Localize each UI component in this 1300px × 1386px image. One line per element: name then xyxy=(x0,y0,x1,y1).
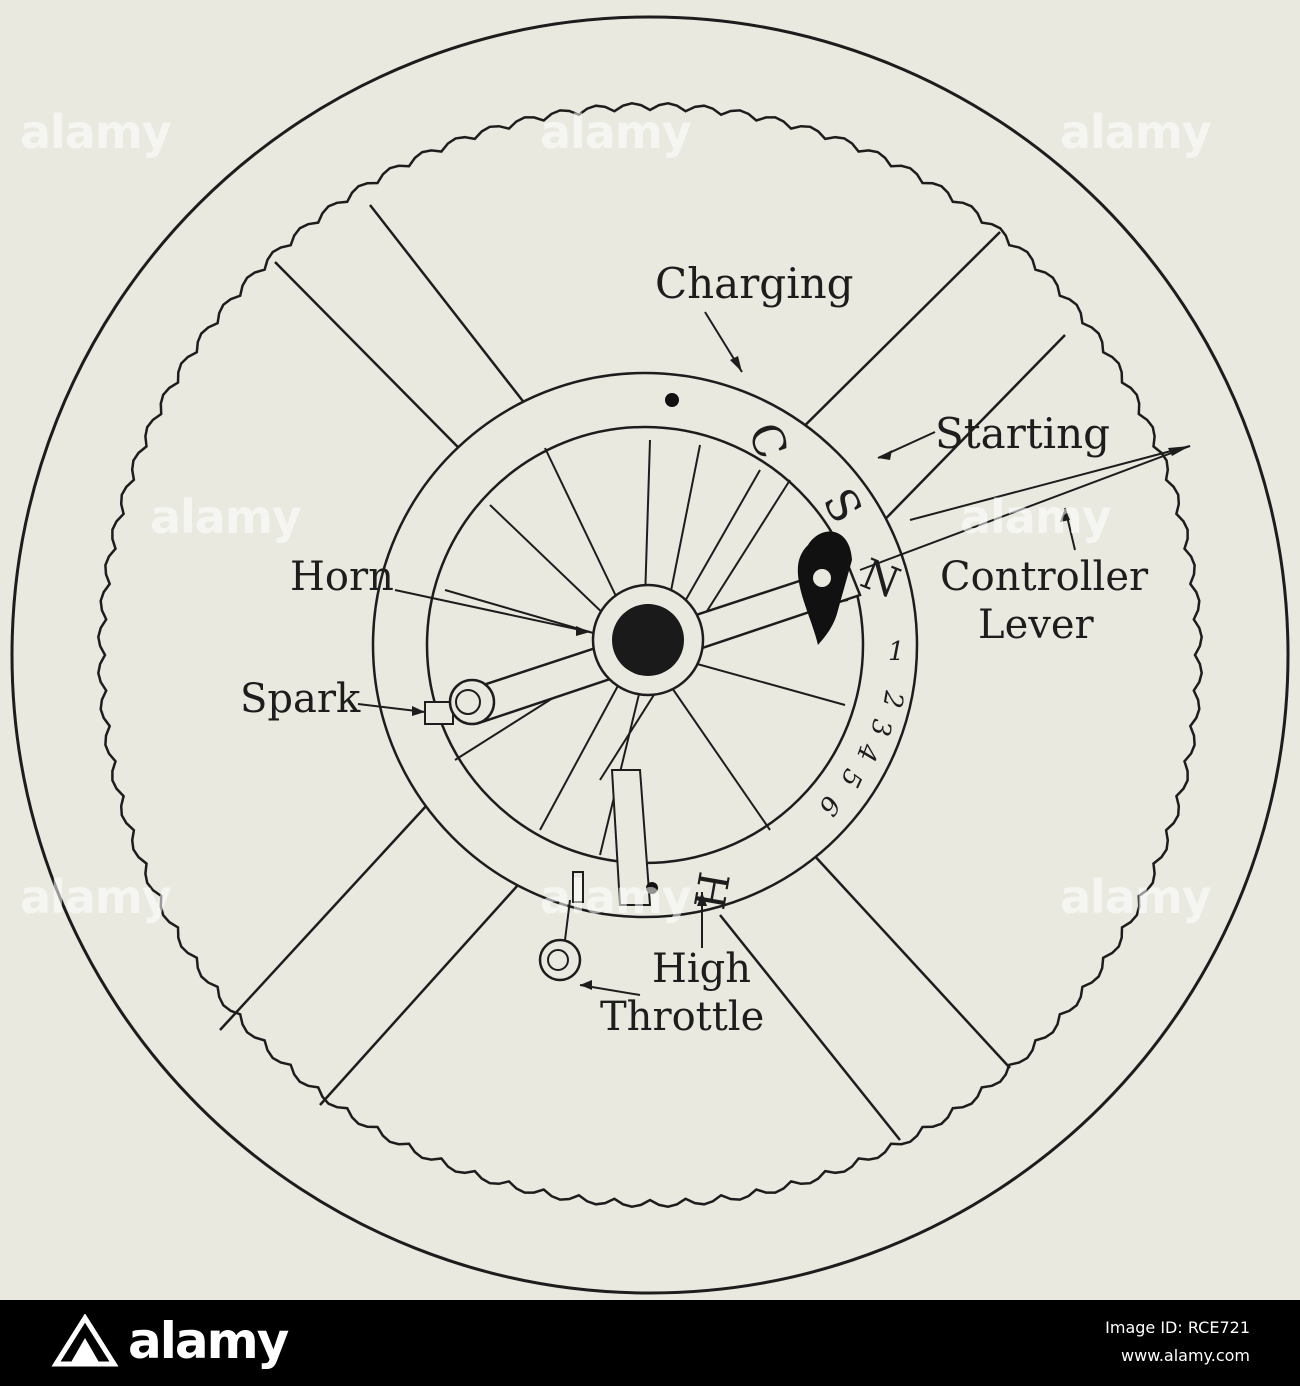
wheel-inner-scalloped-rim xyxy=(97,102,1203,1208)
dial-mark-h: H xyxy=(684,868,739,913)
wheel-outer-rim xyxy=(10,15,1290,1295)
horn-button xyxy=(612,604,684,676)
lever-grip xyxy=(797,531,852,645)
label-charging: Charging xyxy=(655,259,854,308)
throttle-lever xyxy=(610,769,652,906)
dial-mark-1: 1 xyxy=(888,637,905,667)
footer-image-id: Image ID: RCE721 xyxy=(1105,1318,1250,1337)
label-controller: Controller xyxy=(940,554,1149,600)
footer-bar: alamy Image ID: RCE721 www.alamy.com xyxy=(0,1300,1300,1386)
label-high: High xyxy=(652,946,751,992)
spark-knob xyxy=(424,678,496,726)
label-lever: Lever xyxy=(978,602,1095,648)
label-starting: Starting xyxy=(935,409,1110,458)
label-horn: Horn xyxy=(290,554,394,600)
label-spark: Spark xyxy=(240,676,361,722)
callout-arrowheads xyxy=(412,356,1190,990)
ring-dot-bottom xyxy=(646,882,658,894)
dial-mark-3: 3 xyxy=(864,717,896,739)
label-throttle: Throttle xyxy=(600,994,764,1040)
footer-brand: alamy xyxy=(128,1312,289,1370)
alamy-logo-icon xyxy=(51,1314,119,1367)
footer-site: www.alamy.com xyxy=(1121,1346,1250,1365)
ring-dot-top xyxy=(665,393,679,407)
footer-meta: Image ID: RCE721 www.alamy.com xyxy=(1105,1314,1250,1370)
callout-lines xyxy=(357,311,1191,996)
diagram-svg: C S N 1 2 3 4 5 6 H Charging Starting Ho… xyxy=(10,15,1290,1295)
steering-wheel-diagram: C S N 1 2 3 4 5 6 H Charging Starting Ho… xyxy=(10,15,1290,1295)
throttle-knob xyxy=(538,871,584,982)
dial-mark-2: 2 xyxy=(876,688,909,710)
lever-pivot xyxy=(813,569,831,587)
